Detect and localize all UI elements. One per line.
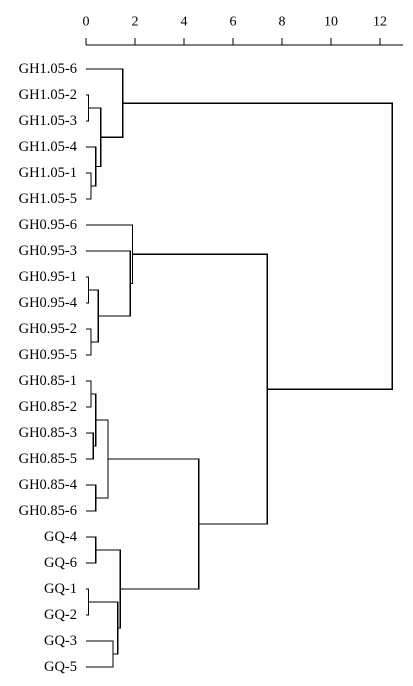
x-axis: 0 2 4 6 8 10 12 bbox=[83, 15, 403, 46]
leaf-label: GH1.05-3 bbox=[19, 113, 77, 129]
dendrogram-branch bbox=[86, 68, 124, 138]
x-tick-label: 4 bbox=[181, 15, 188, 30]
dendrogram-branch bbox=[86, 94, 90, 122]
dendrogram-branches bbox=[86, 68, 393, 668]
x-tick-label: 12 bbox=[373, 15, 387, 30]
leaf-label: GH0.85-1 bbox=[19, 373, 77, 389]
leaf-label: GH0.95-1 bbox=[19, 269, 77, 285]
x-tick-label: 6 bbox=[230, 15, 237, 30]
dendrogram-branch bbox=[108, 458, 200, 590]
leaf-label: GQ-5 bbox=[44, 659, 77, 675]
dendrogram-branch bbox=[95, 419, 109, 499]
x-tick-label: 2 bbox=[132, 15, 139, 30]
dendrogram-branch bbox=[86, 536, 97, 564]
leaf-label: GH0.85-2 bbox=[19, 399, 77, 415]
dendrogram-branch bbox=[132, 253, 268, 525]
dendrogram-branch bbox=[88, 289, 99, 343]
leaf-label: GQ-2 bbox=[44, 607, 77, 623]
leaf-label: GH0.95-5 bbox=[19, 347, 77, 363]
dendrogram-branch bbox=[86, 224, 134, 285]
leaf-label: GH1.05-6 bbox=[19, 61, 77, 77]
dendrogram-branch bbox=[86, 484, 97, 512]
leaf-label: GH1.05-5 bbox=[19, 191, 77, 207]
dendrogram-branch bbox=[86, 276, 90, 304]
leaf-label: GH0.85-5 bbox=[19, 451, 77, 467]
leaf-label: GQ-4 bbox=[44, 529, 78, 545]
leaf-label: GH0.95-2 bbox=[19, 321, 77, 337]
leaf-label: GH0.85-4 bbox=[19, 477, 78, 493]
leaf-labels: GH1.05-6GH1.05-2GH1.05-3GH1.05-4GH1.05-1… bbox=[19, 61, 78, 675]
leaf-label: GH0.95-6 bbox=[19, 217, 77, 233]
dendrogram-branch bbox=[86, 432, 94, 460]
leaf-label: GH1.05-4 bbox=[19, 139, 78, 155]
leaf-label: GH0.85-6 bbox=[19, 503, 77, 519]
x-tick-label: 8 bbox=[279, 15, 286, 30]
x-tick-label: 10 bbox=[324, 15, 338, 30]
dendrogram-branch bbox=[86, 380, 92, 408]
leaf-label: GQ-6 bbox=[44, 555, 77, 571]
leaf-label: GH0.95-4 bbox=[19, 295, 78, 311]
leaf-label: GH0.95-3 bbox=[19, 243, 77, 259]
leaf-label: GH1.05-2 bbox=[19, 87, 77, 103]
dendrogram-branch bbox=[88, 107, 102, 168]
dendrogram-branch bbox=[86, 328, 92, 356]
leaf-label: GH1.05-1 bbox=[19, 165, 77, 181]
leaf-label: GQ-3 bbox=[44, 633, 77, 649]
x-tick-label: 0 bbox=[83, 15, 90, 30]
dendrogram-branch bbox=[122, 102, 393, 390]
dendrogram-branch bbox=[86, 588, 90, 616]
dendrogram-branch bbox=[86, 250, 131, 317]
leaf-label: GQ-1 bbox=[44, 581, 77, 597]
leaf-label: GH0.85-3 bbox=[19, 425, 77, 441]
dendrogram-branch bbox=[86, 640, 114, 668]
dendrogram-branch bbox=[95, 549, 121, 629]
dendrogram-branch bbox=[86, 172, 92, 200]
